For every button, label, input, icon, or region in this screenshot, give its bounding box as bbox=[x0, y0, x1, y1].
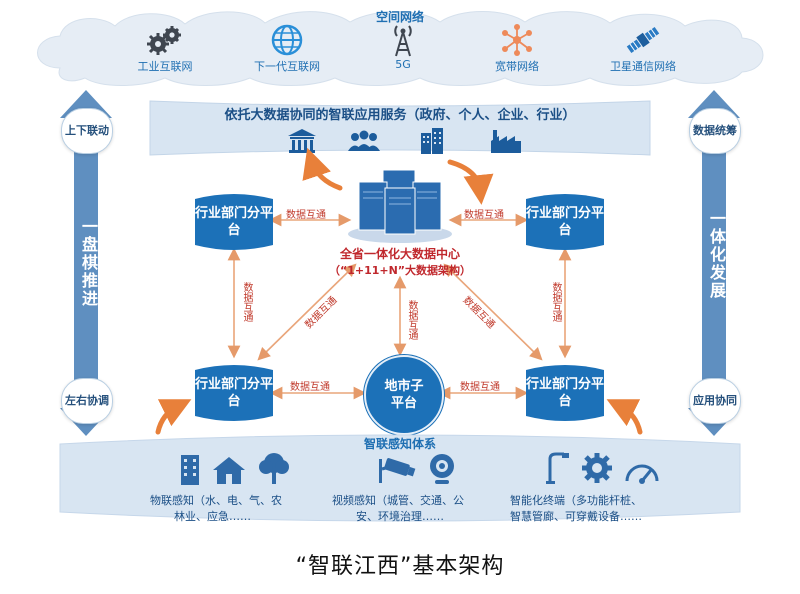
globe-icon bbox=[232, 24, 342, 56]
network-nodes-icon bbox=[462, 24, 572, 56]
platform-bottom-right: 行业部门分平台 bbox=[526, 364, 604, 422]
data-center-title: 全省一体化大数据中心 bbox=[339, 247, 460, 261]
people-group-icon bbox=[344, 127, 384, 155]
network-industrial-internet: 工业互联网 bbox=[110, 24, 220, 74]
webcam-icon bbox=[427, 453, 457, 489]
platform-label: 行业部门分平台 bbox=[526, 206, 605, 238]
conn-label-bottom-right: 数据互通 bbox=[460, 382, 500, 393]
cctv-camera-icon bbox=[377, 455, 417, 489]
platform-bottom-left: 行业部门分平台 bbox=[195, 364, 273, 422]
perception-text-line2: 智慧管廊、可穿戴设备…… bbox=[510, 510, 642, 523]
server-cluster-icon bbox=[345, 168, 455, 244]
perception-text-line2: 安、环境治理…… bbox=[356, 510, 444, 523]
perception-text-line2: 林业、应急…… bbox=[174, 510, 251, 523]
platform-label: 行业部门分平台 bbox=[195, 206, 274, 238]
satellite-icon bbox=[588, 24, 698, 56]
right-double-arrow bbox=[688, 90, 740, 436]
perception-group-video: 视频感知（城管、交通、公 安、环境治理…… bbox=[332, 453, 502, 525]
office-building-icon bbox=[412, 127, 452, 155]
conn-label-left-vertical: 数据互通 bbox=[241, 282, 252, 322]
gauge-icon bbox=[624, 459, 660, 489]
house-icon bbox=[211, 455, 247, 489]
perception-text-line1: 智能化终端（多功能杆桩、 bbox=[510, 494, 642, 507]
network-label: 宽带网络 bbox=[495, 60, 539, 73]
tree-icon bbox=[257, 451, 291, 489]
network-label: 卫星通信网络 bbox=[610, 60, 676, 73]
network-satellite: 卫星通信网络 bbox=[588, 24, 698, 74]
conn-label-top-left: 数据互通 bbox=[286, 210, 326, 221]
right-middle-text: 一体化发展 bbox=[707, 210, 726, 300]
platform-top-left: 行业部门分平台 bbox=[195, 193, 273, 251]
network-label: 工业互联网 bbox=[137, 60, 193, 73]
network-label: 5G bbox=[395, 58, 411, 71]
figure-caption: “智联江西”基本架构 bbox=[295, 554, 505, 579]
perception-cloud bbox=[59, 434, 741, 522]
conn-label-bottom-left: 数据互通 bbox=[290, 382, 330, 393]
perception-text-line1: 视频感知（城管、交通、公 bbox=[332, 494, 464, 507]
platform-label: 行业部门分平台 bbox=[526, 377, 605, 409]
left-bottom-label: 左右协调 bbox=[61, 378, 113, 424]
perception-text-line1: 物联感知（水、电、气、农 bbox=[150, 494, 282, 507]
space-network-cloud bbox=[37, 11, 764, 86]
perception-title: 智联感知体系 bbox=[363, 437, 436, 451]
left-middle-text: 一盘棋推进 bbox=[79, 218, 98, 308]
city-subplatform: 地市子平台 bbox=[364, 355, 444, 435]
gear-icon bbox=[580, 451, 614, 489]
gears-icon bbox=[110, 24, 220, 56]
space-network-title: 空间网络 bbox=[375, 10, 424, 24]
left-double-arrow bbox=[60, 90, 112, 436]
network-5g: 5G bbox=[348, 24, 458, 71]
network-broadband: 宽带网络 bbox=[462, 24, 572, 74]
city-subplatform-label: 地市子平台 bbox=[384, 379, 424, 411]
left-top-label: 上下联动 bbox=[61, 108, 113, 154]
government-building-icon bbox=[282, 127, 322, 155]
street-lamp-icon bbox=[544, 451, 570, 489]
right-top-label: 数据统筹 bbox=[689, 108, 741, 154]
conn-label-top-right: 数据互通 bbox=[464, 210, 504, 221]
conn-label-center-vertical: 数据互通 bbox=[406, 300, 417, 340]
perception-group-terminals: 智能化终端（多功能杆桩、 智慧管廊、可穿戴设备…… bbox=[510, 452, 694, 525]
perception-group-iot: 物联感知（水、电、气、农 林业、应急…… bbox=[150, 453, 320, 525]
platform-top-right: 行业部门分平台 bbox=[526, 193, 604, 251]
antenna-tower-icon bbox=[348, 24, 458, 57]
conn-label-right-vertical: 数据互通 bbox=[550, 282, 561, 322]
factory-icon bbox=[486, 127, 526, 155]
network-label: 下一代互联网 bbox=[254, 60, 320, 73]
platform-label: 行业部门分平台 bbox=[195, 377, 274, 409]
right-bottom-label: 应用协同 bbox=[689, 378, 741, 424]
application-service-title: 依托大数据协同的智联应用服务（政府、个人、企业、行业） bbox=[224, 108, 576, 123]
building-icon bbox=[179, 453, 201, 489]
network-next-gen-internet: 下一代互联网 bbox=[232, 24, 342, 74]
data-center-subtitle: （“1+11+N”大数据架构） bbox=[328, 264, 472, 277]
